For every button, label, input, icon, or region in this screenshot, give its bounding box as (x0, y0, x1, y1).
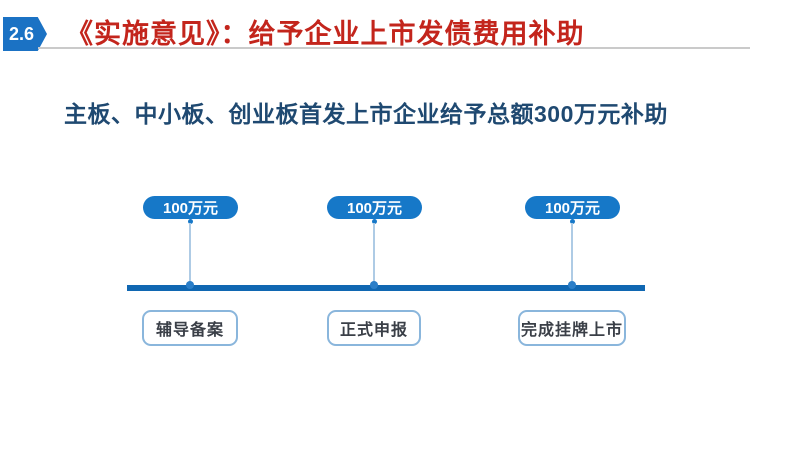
connector-line-3 (571, 223, 573, 285)
amount-pill-3: 100万元 (525, 196, 620, 219)
amount-label-3: 100万元 (544, 200, 601, 217)
stage-box-1: 辅导备案 (142, 310, 238, 346)
amount-pill-2: 100万元 (327, 196, 422, 219)
stage-box-3: 完成挂牌上市 (518, 310, 626, 346)
amount-pill-1: 100万元 (143, 196, 238, 219)
stage-label-2: 正式申报 (339, 322, 408, 339)
connector-line-2 (373, 223, 375, 285)
amount-label-1: 100万元 (162, 200, 219, 217)
slide-subtitle: 主板、中小板、创业板首发上市企业给予总额300万元补助 (64, 101, 668, 127)
amount-label-2: 100万元 (346, 200, 403, 217)
section-number-badge: 2.6 (3, 17, 47, 51)
junction-dot-1 (186, 281, 194, 289)
pill-dot-3 (570, 219, 575, 224)
slide-title: 《实施意见》：给予企业上市发债费用补助 (66, 19, 585, 49)
pill-dot-1 (188, 219, 193, 224)
stage-label-3: 完成挂牌上市 (520, 322, 623, 339)
connector-line-1 (189, 223, 191, 285)
stage-label-1: 辅导备案 (155, 322, 224, 339)
title-divider (38, 47, 750, 49)
junction-dot-3 (568, 281, 576, 289)
stage-box-2: 正式申报 (327, 310, 421, 346)
junction-dot-2 (370, 281, 378, 289)
timeline-bar (127, 285, 645, 291)
pill-dot-2 (372, 219, 377, 224)
section-number-label: 2.6 (8, 23, 35, 44)
